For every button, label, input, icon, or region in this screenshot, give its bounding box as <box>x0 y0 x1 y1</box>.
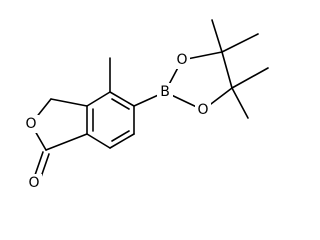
bond-c6-c7-inner <box>111 130 130 142</box>
bond-methyl-top-left <box>211 19 223 53</box>
bond-c6-c7 <box>109 133 135 149</box>
chemical-structure-diagram: O O B O O <box>23 19 269 192</box>
bond-c-c <box>221 51 233 89</box>
atom-labels: O O B O O <box>23 51 211 192</box>
bond-c1-c7a <box>45 133 88 151</box>
ring-oxygen-label: O <box>25 116 36 132</box>
boronate-oxygen-bottom-label: O <box>197 102 208 118</box>
bond-methyl-top-right <box>221 33 259 53</box>
bond-c3a-c4 <box>86 91 111 107</box>
bond-c4-c5 <box>109 91 135 107</box>
benzene-ring <box>86 91 135 149</box>
lactone-ring <box>30 98 88 181</box>
bond-c7-c7a <box>86 133 111 149</box>
bond-c3a-c3 <box>50 98 88 107</box>
boronate-oxygen-top-label: O <box>176 52 187 68</box>
carbonyl-oxygen-label: O <box>28 175 39 191</box>
bond-carbonyl-a <box>33 151 44 179</box>
bond-methyl-bottom-down <box>231 87 249 119</box>
bond-c4-c5-inner <box>111 98 130 110</box>
pinacol-methyls <box>211 19 269 119</box>
bond-methyl-bottom-right <box>231 67 269 89</box>
boron-label: B <box>160 84 170 100</box>
